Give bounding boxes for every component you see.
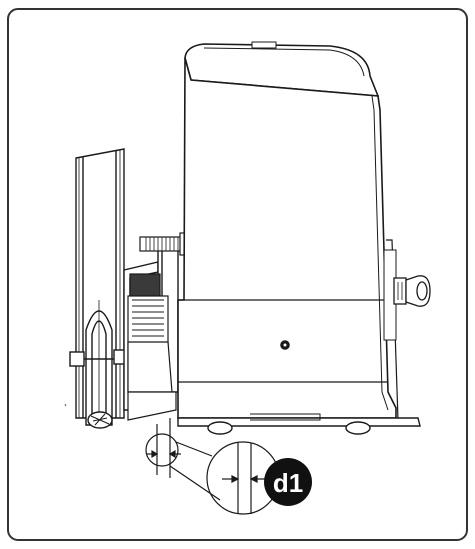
motor-housing (177, 41, 399, 421)
rack-and-pinion (127, 273, 177, 421)
ground-rail (87, 411, 113, 429)
gate-wheel (69, 300, 129, 426)
d1-callout-badge: d1 (264, 458, 312, 506)
release-key (393, 275, 431, 307)
stray-mark (64, 403, 67, 407)
d1-callout-label: d1 (273, 468, 303, 498)
dimension-d1 (145, 418, 280, 515)
base-plate (177, 413, 421, 435)
figure-border (7, 8, 468, 541)
